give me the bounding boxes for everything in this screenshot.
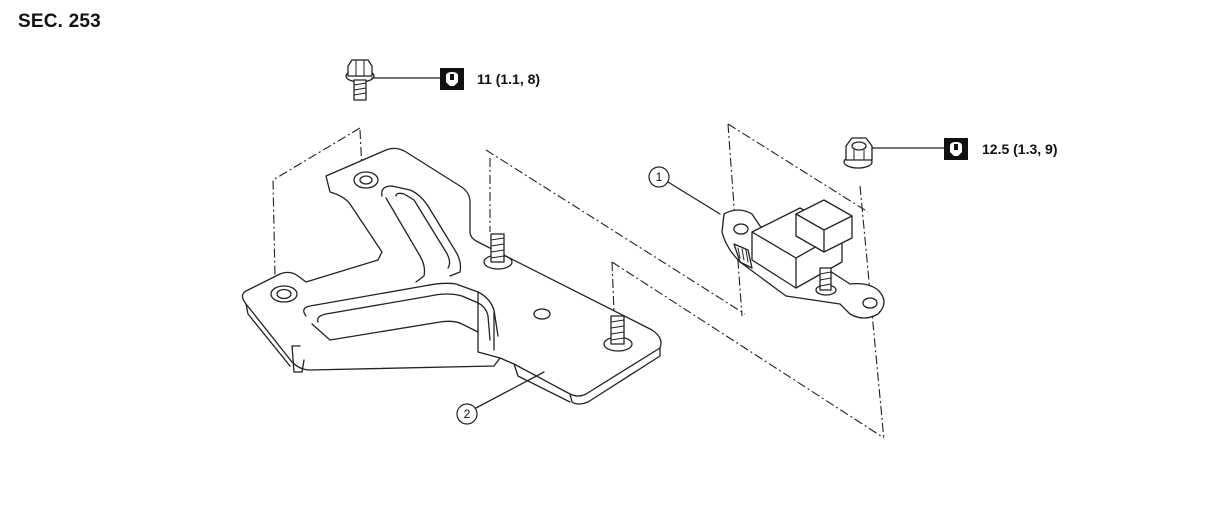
torque-value-bolt: 11 (1.1, 8): [477, 71, 541, 87]
bolt: [345, 59, 375, 101]
callout-1: 1: [648, 166, 721, 215]
torque-value-nut: 12.5 (1.3, 9): [982, 141, 1058, 157]
nut: [843, 137, 873, 169]
torque-spec-1: [371, 68, 464, 90]
alignment-lines: [272, 123, 885, 441]
section-label: SEC. 253: [18, 11, 101, 32]
torque-spec-2: [871, 138, 968, 160]
callout-2: 2: [456, 371, 545, 425]
sensor-part-1: [721, 199, 885, 319]
callout-2-number: 2: [464, 407, 471, 421]
bracket-part-2: [241, 147, 662, 405]
callout-1-number: 1: [656, 170, 663, 184]
